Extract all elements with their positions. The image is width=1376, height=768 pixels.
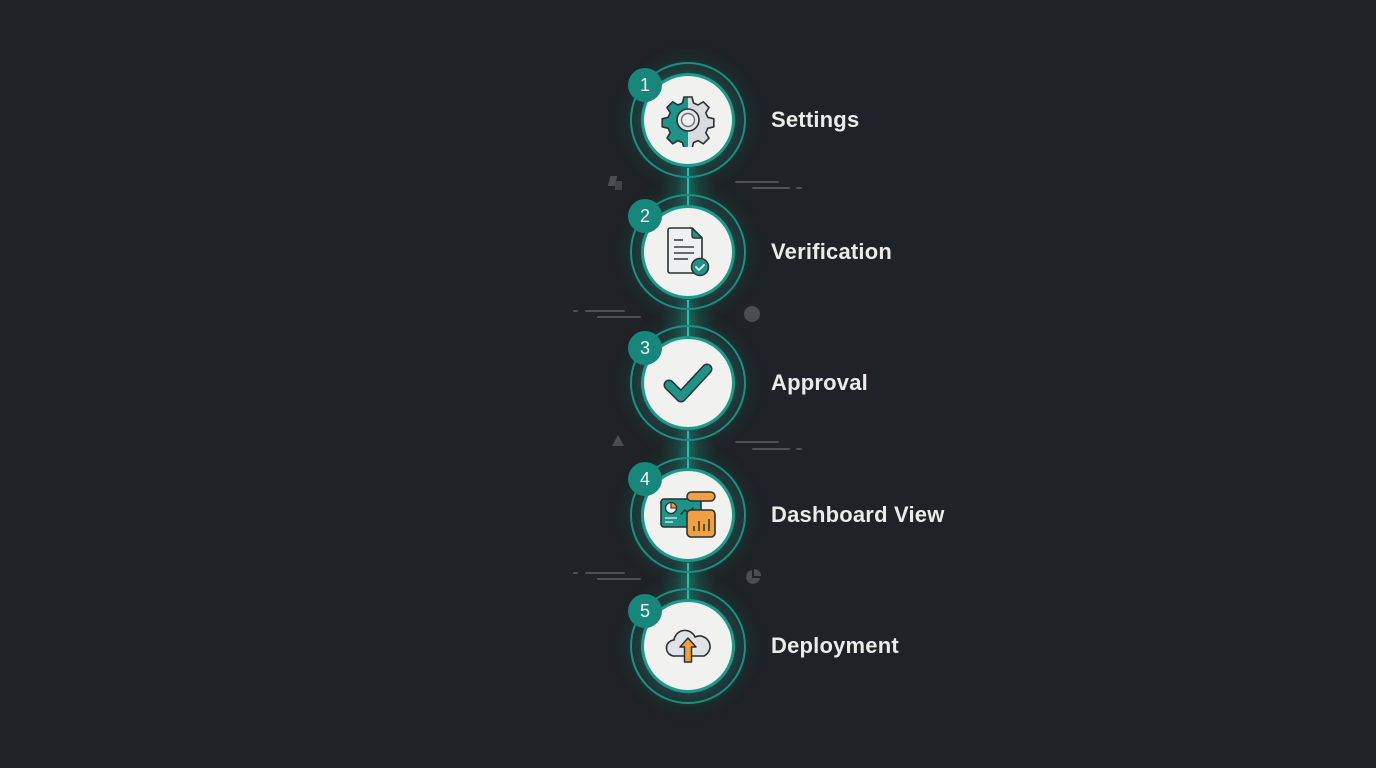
decorative-line [573, 572, 578, 574]
decorative-line [735, 181, 779, 183]
decorative-line [585, 572, 625, 574]
checkmark-icon [663, 361, 713, 405]
step-disc [641, 599, 735, 693]
connector-line-1-2 [687, 168, 689, 206]
decorative-pie-icon [744, 568, 762, 586]
step-5[interactable]: 5 Deployment [0, 0, 1376, 704]
cloud-upload-icon [663, 626, 713, 666]
decorative-line [752, 448, 790, 450]
step-4[interactable]: 4 Dashboard View [0, 0, 1376, 573]
step-disc [641, 205, 735, 299]
dashboard-icon [659, 490, 717, 540]
step-disc [641, 468, 735, 562]
step-number-badge: 3 [628, 331, 662, 365]
decorative-line [796, 187, 802, 189]
connector-line-4-5 [687, 563, 689, 601]
decorative-shard [615, 181, 622, 190]
step-number-badge: 4 [628, 462, 662, 496]
decorative-dot [744, 306, 760, 322]
step-label: Settings [771, 107, 860, 132]
step-1[interactable]: 1 Settings [0, 0, 1376, 178]
step-3[interactable]: 3 Approval [0, 0, 1376, 441]
decorative-line [585, 310, 625, 312]
decorative-line [796, 448, 802, 450]
decorative-line [597, 316, 641, 318]
step-label: Approval [771, 370, 868, 395]
decorative-line [735, 441, 779, 443]
decorative-line [597, 578, 641, 580]
step-label: Verification [771, 239, 892, 264]
step-label: Deployment [771, 633, 899, 658]
connector-line-3-4 [687, 431, 689, 469]
step-number-badge: 1 [628, 68, 662, 102]
step-label: Dashboard View [771, 502, 945, 527]
document-check-icon [663, 225, 713, 279]
decorative-line [573, 310, 578, 312]
connector-line-2-3 [687, 300, 689, 338]
step-number-badge: 5 [628, 594, 662, 628]
decorative-line [752, 187, 790, 189]
gear-icon [661, 93, 715, 147]
decorative-shard [612, 435, 624, 446]
step-number-badge: 2 [628, 199, 662, 233]
step-disc [641, 73, 735, 167]
step-2[interactable]: 2 Verification [0, 0, 1376, 310]
